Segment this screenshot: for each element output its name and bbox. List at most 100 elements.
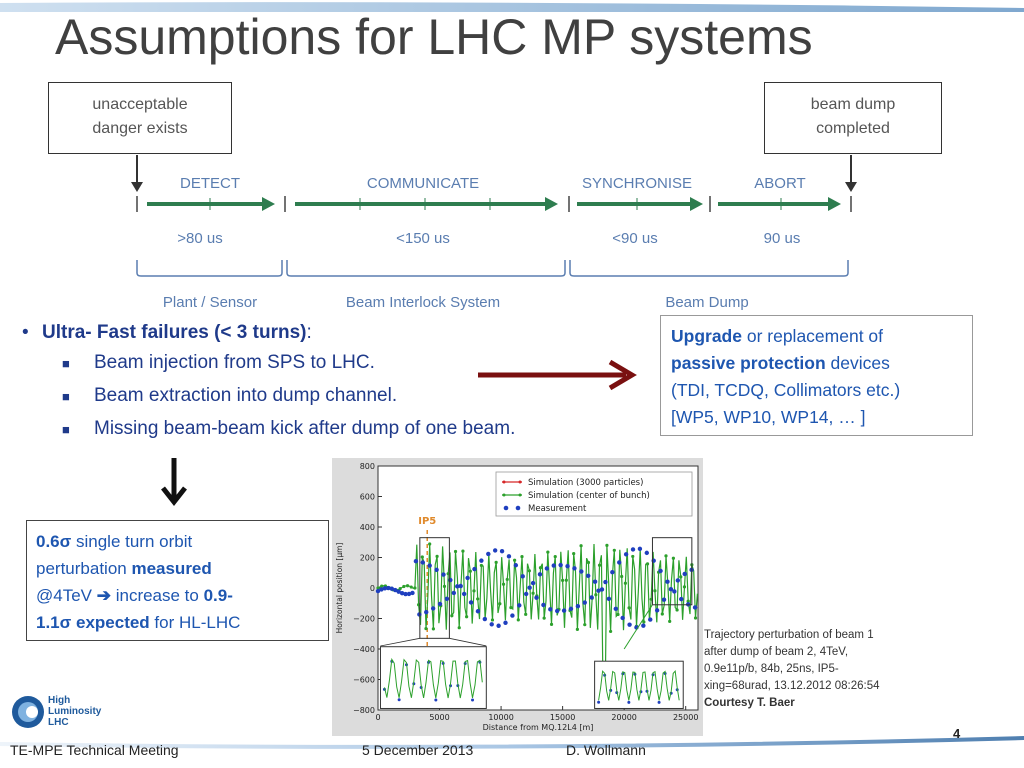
square-bullet-icon: ■ [62,422,70,437]
simulation-point [501,582,506,586]
bullet-item: Beam injection from SPS to LHC. [94,352,375,373]
measurement-point [513,563,519,568]
measurement-point [389,586,394,591]
simulation-point [553,555,557,559]
increase-text: increase to [110,586,204,605]
measurement-point [603,579,608,585]
zoom-connector [380,637,420,647]
simulation-point [579,544,583,548]
simulation-point [531,591,535,595]
measurement-point [403,591,408,597]
measurement-point [379,587,384,592]
logo-text: LHC [48,717,69,728]
simulation-point [409,585,413,589]
measurement-point [386,585,391,591]
simulation-point [693,616,698,620]
orbit-value: 0.6σ [36,532,72,551]
measurement-point [544,566,550,571]
measurement-point [630,547,636,552]
y-tick-label: 800 [360,462,375,471]
simulation-point [457,626,461,630]
measurement-point [527,585,532,590]
measurement-point [665,579,670,584]
y-axis-label: Horizontal position [μm] [335,543,344,634]
measurement-point [489,622,494,627]
measurement-point [627,622,632,627]
measurement-point [499,548,505,554]
measurement-point [555,608,560,614]
measurement-point [472,566,477,572]
measurement-point [475,609,481,614]
measurement-point [575,603,581,609]
simulation-point [546,550,550,554]
phase-label: SYNCHRONISE [582,175,692,192]
inset-trajectory [384,657,483,699]
simulation-point [465,615,469,619]
square-bullet-icon: ■ [62,356,70,371]
phase-time: 90 us [764,230,801,247]
measurement-point [427,563,432,568]
measurement-point [375,588,381,594]
simulation-point [472,589,476,593]
page-number: 4 [953,726,961,741]
orbit-box: 0.6σ single turn orbit perturbation meas… [26,520,329,641]
simulation-point [505,577,509,582]
measurement-point [537,572,543,577]
simulation-point [468,569,472,573]
inset-measurement-point [627,700,631,704]
simulation-point [450,614,454,618]
simulation-point [494,560,498,564]
measurement-point [596,588,601,593]
measurement-point [658,568,663,574]
measurement-point [565,563,570,569]
measurement-point [492,548,498,553]
measurement-point [637,546,643,552]
measurement-point [692,605,698,610]
measurement-point [548,607,553,612]
measurement-point [468,600,474,605]
x-tick-label: 20000 [611,713,636,722]
devices-list: (TDI, TCDQ, Collimators etc.) [671,380,901,400]
logo-text: High [48,695,71,706]
measurement-point [592,579,598,584]
passive-protection-text: passive protection [671,353,826,373]
hl-lhc-text: for HL-LHC [149,613,241,632]
simulation-point [583,623,587,627]
detect-arrow [147,197,275,211]
measurement-point [551,563,556,568]
hilumi-logo-icon [12,696,44,728]
measured-text: measured [131,559,212,578]
simulation-point [549,622,554,626]
phase-label: COMMUNICATE [367,175,479,192]
x-tick-label: 10000 [488,713,513,722]
simulation-point [623,581,627,585]
measurement-point [444,596,450,602]
simulation-point [671,556,675,560]
simulation-point [420,555,424,559]
inset-measurement-point [597,700,601,704]
measurement-point [613,606,618,612]
abort-arrow [718,197,841,211]
simulation-point [575,627,579,631]
simulation-point [380,584,384,588]
legend-marker [518,480,522,484]
measurement-point [451,590,457,596]
measurement-point [506,554,512,559]
measurement-point [517,603,522,608]
measurement-point [582,600,587,605]
simulation-point [402,584,406,589]
ip5-label: IP5 [418,516,436,527]
phase-time: <150 us [396,230,450,247]
measurement-point [617,560,622,565]
upgrade-text: or replacement of [741,326,884,346]
work-packages: [WP5, WP10, WP14, … ] [671,407,866,427]
inset-panel-left [379,646,487,709]
simulation-point [605,543,609,547]
measurement-point [534,595,539,600]
y-tick-label: −200 [353,615,375,624]
simulation-point [612,548,616,552]
measurement-point [530,580,536,586]
measurement-point [396,589,401,594]
simulation-point [527,569,531,573]
